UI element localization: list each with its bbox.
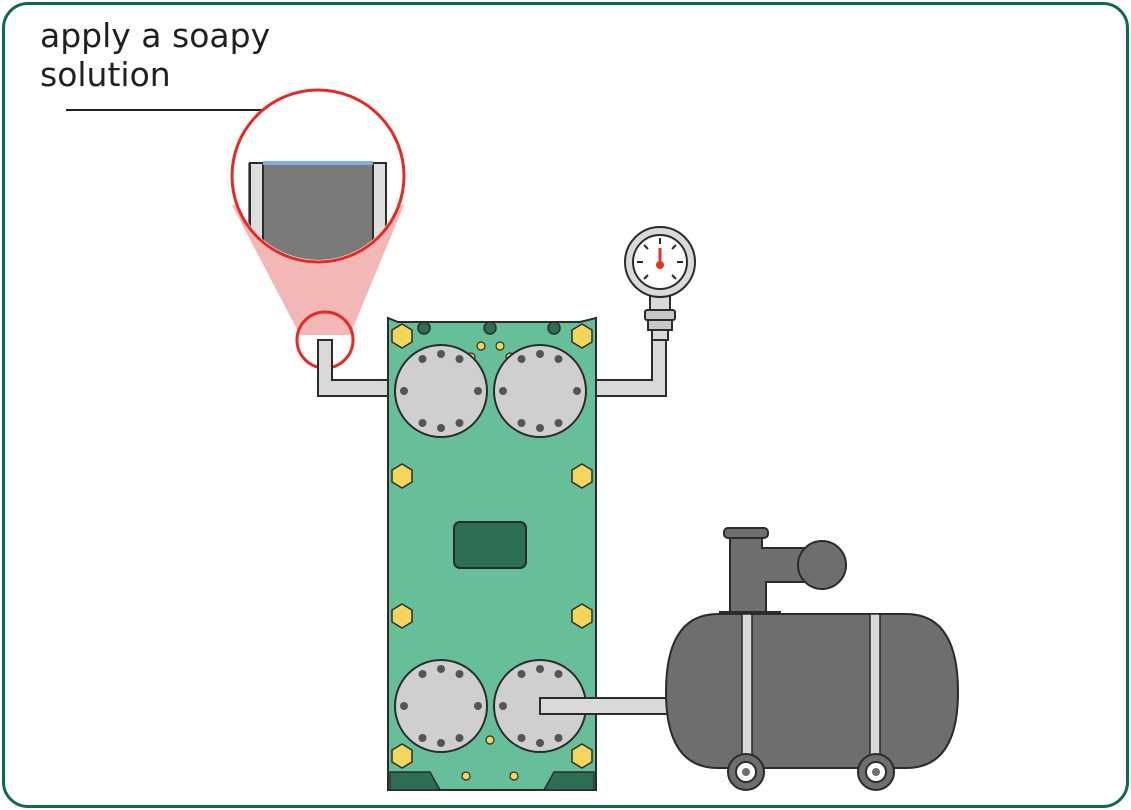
bolt-head — [554, 355, 563, 363]
bolt-head — [437, 665, 445, 673]
bolt-head — [437, 424, 445, 432]
port-cover-top-right — [493, 344, 587, 438]
caption-line-1: apply a soapy — [40, 16, 271, 55]
magnifier — [230, 88, 406, 264]
pressure-gauge — [624, 226, 696, 341]
nameplate — [453, 521, 527, 569]
compressor-wheel-right — [857, 753, 895, 791]
bolt-head — [418, 734, 427, 742]
bolt-head — [400, 702, 408, 710]
bolt-head — [554, 670, 563, 678]
bolt-head — [536, 424, 544, 432]
compressor-wheel-left — [727, 753, 765, 791]
bolt-head — [536, 350, 544, 358]
bolt-head — [400, 387, 408, 395]
air-compressor — [664, 527, 960, 791]
compressor-pipe — [539, 697, 671, 715]
port-cover-top-left — [394, 344, 488, 438]
bolt-head — [517, 734, 526, 742]
bolt-head — [517, 419, 526, 427]
bolt-head — [455, 670, 464, 678]
bolt-head — [573, 387, 581, 395]
bolt-head — [536, 665, 544, 673]
bolt-head — [455, 419, 464, 427]
bolt-head — [499, 702, 507, 710]
plate-heat-exchanger — [387, 316, 597, 791]
bolt-head — [418, 670, 427, 678]
bolt-head — [418, 419, 427, 427]
bolt-head — [437, 350, 445, 358]
bolt-head — [474, 387, 482, 395]
port-cover-bottom-left — [394, 659, 488, 753]
bolt-head — [455, 734, 464, 742]
bolt-head — [499, 387, 507, 395]
bolt-head — [418, 355, 427, 363]
bolt-head — [536, 739, 544, 747]
bolt-head — [474, 702, 482, 710]
bolt-head — [437, 739, 445, 747]
soapy-film — [263, 161, 373, 165]
bolt-head — [554, 419, 563, 427]
bolt-head — [517, 355, 526, 363]
bolt-head — [455, 355, 464, 363]
caption-line-2: solution — [40, 55, 171, 94]
caption-label: apply a soapy solution — [40, 16, 340, 94]
compressor-tank — [664, 613, 960, 769]
bolt-head — [554, 734, 563, 742]
bolt-head — [517, 670, 526, 678]
